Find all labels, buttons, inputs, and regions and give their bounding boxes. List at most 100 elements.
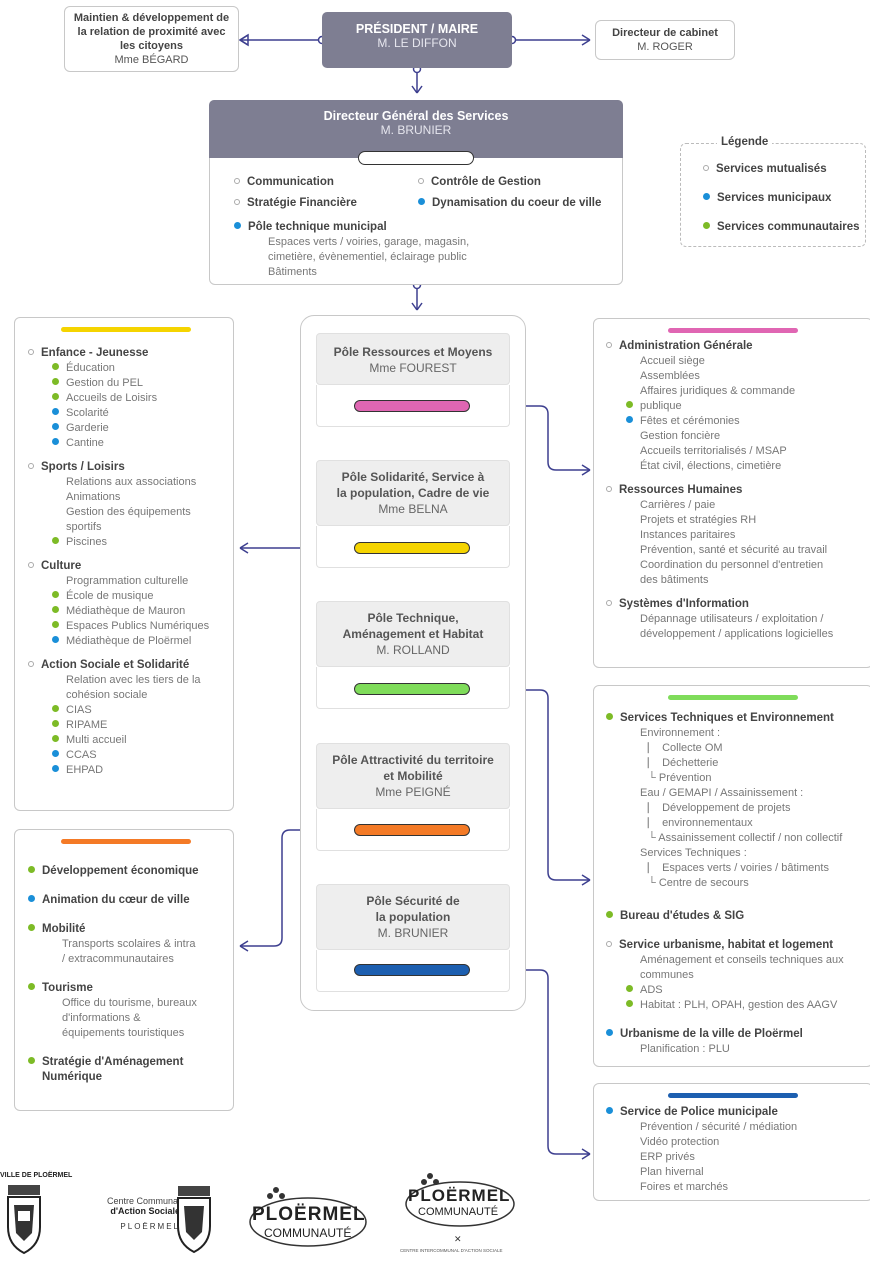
legend-title: Légende [717,136,773,148]
pole-4-pill [354,824,470,836]
ccas-crest-icon [177,1186,211,1254]
president-box: PRÉSIDENT / MAIRE M. LE DIFFON [322,12,512,68]
logo-ville: VILLE DE PLOËRMEL [0,1172,80,1260]
item-espaces-verts: Espaces verts / voiries / bâtiments [662,862,829,874]
box-solidarite-services [14,317,234,811]
item-piscines: Piscines [66,536,107,548]
item-prevention-securite: Prévention / sécurité / médiation [640,1121,798,1133]
enfance-jeunesse: Enfance - Jeunesse [41,347,149,359]
logo-ccas-1: Centre Communal [106,1196,180,1206]
pole-2-title1: Pôle Solidarité, Service à [341,470,485,484]
tourisme: Tourisme [42,982,93,994]
item-associations: Relations aux associations [66,476,197,488]
item-fetes: Fêtes et cérémonies [640,415,740,427]
box-attractivite-services [14,829,234,1111]
pole-1-pill [354,400,470,412]
item-informations: d'informations & [62,1012,141,1024]
item-scolarite: Scolarité [66,407,109,419]
cabinet-title: Directeur de cabinet [612,27,718,39]
pole-2-title2: la population, Cadre de vie [336,486,490,500]
pole-3-title2: Aménagement et Habitat [342,627,484,641]
pole-3-name: M. ROLLAND [376,643,450,657]
item-assemblees: Assemblées [640,370,700,382]
logo-ccas-2: d'Action Sociale [110,1206,180,1216]
systemes-information: Systèmes d'Information [619,598,749,610]
item-applications: développement / applications logicielles [640,628,834,640]
item-assainissement: Assainissement collectif / non collectif [658,832,843,844]
pole-3-pill [354,683,470,695]
item-ehpad: EHPAD [66,764,104,776]
logo-cias-sub: COMMUNAUTÉ [418,1206,499,1218]
pole-technique: Pôle Technique, Aménagement et Habitat M… [316,601,510,667]
item-instances: Instances paritaires [640,529,736,541]
item-fonciere: Gestion foncière [640,430,721,442]
cabinet-name: M. ROGER [637,41,693,53]
dgs-pt-desc2: cimetière, évènementiel, éclairage publi… [268,251,467,263]
swoosh-icon [249,1187,367,1247]
logo-ccas-3: PLOËRMEL [120,1222,180,1231]
pole-3-title1: Pôle Technique, [367,611,459,625]
blue-bar [668,1093,798,1098]
item-foires: Foires et marchés [640,1181,729,1193]
item-prevention: Prévention [658,772,712,784]
service-urbanisme: Service urbanisme, habitat et logement [619,939,834,951]
box-technique-services [593,685,870,1067]
item-education: Éducation [66,362,115,374]
item-ads: ADS [640,984,663,996]
proximity-box: Maintien & développement de la relation … [64,6,239,72]
police-municipale: Service de Police municipale [620,1106,778,1118]
urbanisme-ploermel: Urbanisme de la ville de Ploërmel [620,1028,803,1040]
bureau-etudes: Bureau d'études & SIG [620,910,745,922]
item-extracom: / extracommunautaires [62,953,174,965]
culture: Culture [41,560,82,572]
dgs-dynamisation: Dynamisation du coeur de ville [432,197,602,209]
legend-communautaires: Services communautaires [717,221,860,233]
item-garderie: Garderie [66,422,109,434]
item-erp: ERP privés [640,1151,695,1163]
item-mediatheque-mauron: Médiathèque de Mauron [66,605,186,617]
dgs-pt-desc3: Bâtiments [268,266,317,278]
item-cantine: Cantine [66,437,104,449]
pole-securite: Pôle Sécurité de la population M. BRUNIE… [316,884,510,950]
box-securite-services [593,1083,870,1201]
item-animations: Animations [66,491,121,503]
item-transports: Transports scolaires & intra [62,938,196,950]
item-dechetterie: Déchetterie [662,757,719,769]
green-bar [668,695,798,700]
pole-5-title2: la population [375,910,451,924]
ressources-humaines: Ressources Humaines [619,484,743,496]
item-plan-hivernal: Plan hivernal [640,1166,704,1178]
president-title: PRÉSIDENT / MAIRE [355,22,479,36]
item-plu: Planification : PLU [640,1043,730,1055]
item-accueil-siege: Accueil siège [640,355,705,367]
item-services-techniques: Services Techniques : [640,847,747,859]
item-prevention-sante: Prévention, santé et sécurité au travail [640,544,828,556]
item-coordination: Coordination du personnel d'entretien [640,559,824,571]
item-affaires-juridiques: Affaires juridiques & commande [640,385,796,397]
item-cohesion: cohésion sociale [66,689,148,701]
item-eau: Eau / GEMAPI / Assainissement : [640,787,804,799]
logo-cias-text: CENTRE INTERCOMMUNAL D'ACTION SOCIALE [400,1248,503,1253]
strategie-numerique: Stratégie d'Aménagement [42,1056,184,1068]
item-msap: Accueils territorialisés / MSAP [640,445,787,457]
coat-of-arms-icon [7,1185,41,1255]
item-habitat: Habitat : PLH, OPAH, gestion des AAGV [640,999,838,1011]
pole-1-title: Pôle Ressources et Moyens [333,345,493,359]
animation-coeur: Animation du cœur de ville [42,894,190,906]
box-ressources-services [593,318,870,668]
logo-ccas: Centre Communal d'Action Sociale PLOËRME… [90,1196,180,1231]
item-programmation: Programmation culturelle [66,575,189,587]
pole-2-pill [354,542,470,554]
logo-pc-sub: COMMUNAUTÉ [264,1226,352,1240]
item-sportifs: sportifs [66,521,102,533]
item-accueils-loisirs: Accueils de Loisirs [66,392,158,404]
item-video-protection: Vidéo protection [640,1136,720,1148]
item-equipements: Gestion des équipements [66,506,191,518]
item-relation-tiers: Relation avec les tiers de la [66,674,201,686]
dgs-title: Directeur Général des Services [323,109,509,123]
item-publique: publique [640,400,682,412]
item-cias: CIAS [66,704,92,716]
dev-economique: Développement économique [42,865,199,877]
pole-4-title2: et Mobilité [383,769,443,783]
logo-cias-title: PLOËRMEL [408,1186,511,1205]
